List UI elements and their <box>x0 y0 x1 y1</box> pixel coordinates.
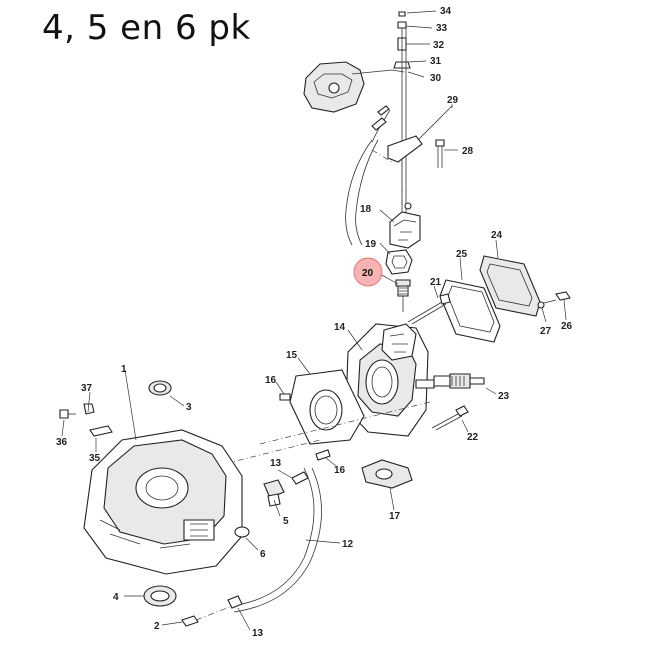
label-28: 28 <box>462 146 474 157</box>
part-36-bolt <box>59 409 76 419</box>
label-31: 31 <box>430 56 442 67</box>
part-18-bracket <box>389 202 421 249</box>
label-13-lower: 13 <box>252 628 264 639</box>
label-36: 36 <box>56 437 68 448</box>
page-title: 4, 5 en 6 pk <box>42 8 251 48</box>
highlight-marker <box>353 257 383 287</box>
part-22-bolt <box>431 405 469 431</box>
part-13-clamp-upper <box>291 471 309 485</box>
part-26-27-bolt-washer <box>537 291 571 309</box>
label-18: 18 <box>360 204 372 215</box>
label-22: 22 <box>467 432 479 443</box>
part-17-flange <box>361 459 413 489</box>
label-23: 23 <box>498 391 510 402</box>
part-14-cylinder-block <box>345 323 435 437</box>
label-6: 6 <box>260 549 266 560</box>
label-35: 35 <box>89 453 101 464</box>
part-5-plug <box>263 479 285 507</box>
part-2-fitting <box>181 605 233 627</box>
part-6-washer <box>234 526 250 538</box>
label-30: 30 <box>430 73 442 84</box>
part-25-gasket <box>439 279 501 343</box>
part-20-thermostat <box>395 279 411 312</box>
part-16-dowel-lower <box>315 449 331 461</box>
label-17: 17 <box>389 511 401 522</box>
label-19: 19 <box>365 239 377 250</box>
label-3: 3 <box>186 402 192 413</box>
label-1: 1 <box>121 364 127 375</box>
part-24-cover <box>479 255 541 317</box>
label-4: 4 <box>113 592 119 603</box>
part-21-long-bolt <box>407 293 451 325</box>
label-14: 14 <box>334 322 346 333</box>
label-25: 25 <box>456 249 468 260</box>
part-16-dowel-upper <box>279 393 291 401</box>
part-35-bracket <box>89 425 113 437</box>
label-15: 15 <box>286 350 298 361</box>
part-13-clamp-lower <box>227 595 243 609</box>
label-21: 21 <box>430 277 442 288</box>
label-5: 5 <box>283 516 289 527</box>
part-4-oil-seal <box>143 585 177 607</box>
part-12-hose <box>231 467 322 613</box>
label-27: 27 <box>540 326 552 337</box>
label-2: 2 <box>154 621 160 632</box>
part-19-gasket <box>385 249 413 275</box>
carburetor-linkage-assembly <box>303 11 453 246</box>
part-1-crankcase <box>83 429 243 575</box>
label-37: 37 <box>81 383 93 394</box>
label-16-lower: 16 <box>334 465 346 476</box>
label-33: 33 <box>436 23 448 34</box>
label-20: 20 <box>362 268 374 279</box>
label-34: 34 <box>440 6 452 17</box>
part-23-spark-plug <box>433 373 485 389</box>
leader-lines <box>61 10 567 631</box>
label-13-upper: 13 <box>270 458 282 469</box>
part-37-clip <box>83 403 95 415</box>
part-labels: 34 33 32 31 30 29 28 18 19 20 25 24 21 2… <box>56 6 573 639</box>
label-29: 29 <box>447 95 459 106</box>
part-3-oil-seal <box>148 380 172 396</box>
part-15-gasket <box>289 369 365 445</box>
label-12: 12 <box>342 539 354 550</box>
label-16-upper: 16 <box>265 375 277 386</box>
label-24: 24 <box>491 230 503 241</box>
label-32: 32 <box>433 40 445 51</box>
label-26: 26 <box>561 321 573 332</box>
